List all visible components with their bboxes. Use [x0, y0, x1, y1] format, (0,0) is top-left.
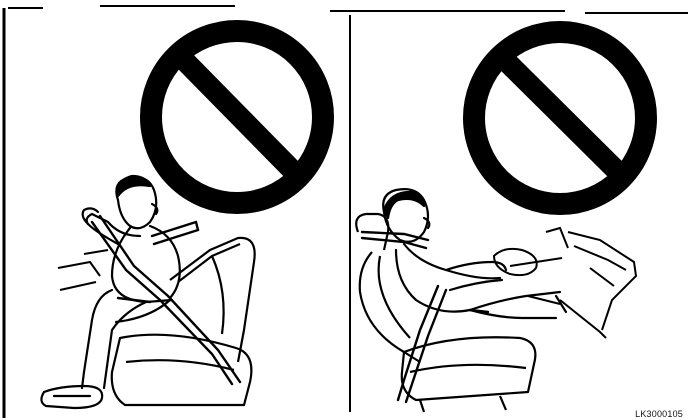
top-rules [8, 6, 688, 13]
dashboard-right [528, 232, 636, 338]
prohibition-icon [474, 32, 646, 204]
seat-right [356, 214, 535, 412]
panel-left [41, 31, 323, 408]
dashboard-left [58, 250, 108, 290]
prohibition-icon [151, 31, 323, 203]
panel-right [356, 32, 646, 412]
occupant-left [41, 176, 179, 408]
image-code-label: LK3000105 [635, 409, 683, 419]
seatbelt-right [362, 232, 488, 402]
